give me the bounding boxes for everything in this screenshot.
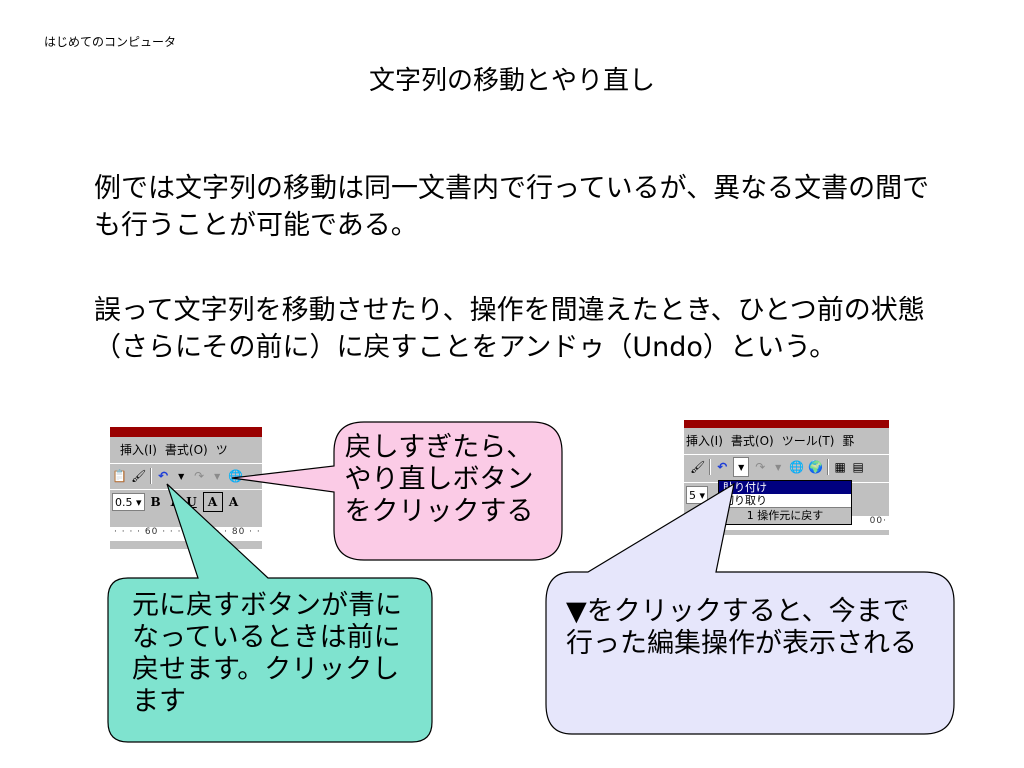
font-size-select[interactable]: 5 ▾ — [686, 486, 709, 504]
undo-icon[interactable]: ↶ — [158, 469, 169, 483]
menu-tools[interactable]: ツ — [215, 443, 228, 457]
title-bar — [110, 427, 262, 437]
standard-toolbar: 🖌 ↶ ▼ ↷ ▼ 🌐 🌍 ▦ ▤ — [684, 454, 889, 479]
menu-bar: 挿入(I) 書式(O) ツール(T) 罫 — [684, 428, 889, 453]
slide-title: 文字列の移動とやり直し — [368, 66, 655, 96]
redo-dropdown-icon[interactable]: ▼ — [214, 471, 221, 481]
redo-icon[interactable]: ↷ — [194, 469, 205, 483]
ruler: · · · · 60 · · · · | · · · · 80 · · · — [110, 527, 262, 541]
menu-format[interactable]: 書式(O) — [164, 443, 208, 457]
menu-insert[interactable]: 挿入(I) — [120, 443, 157, 457]
hyperlink-icon[interactable]: 🌐 — [228, 469, 244, 483]
char-shading-button[interactable]: A — [228, 495, 239, 509]
undo-list-status: 1 操作元に戻す — [719, 507, 851, 524]
title-bar — [684, 420, 889, 428]
toolbar-separator — [709, 459, 712, 475]
table-icon[interactable]: ▦ — [834, 460, 846, 474]
menu-insert[interactable]: 挿入(I) — [686, 434, 723, 448]
blue-callout-text: ▼をクリックすると、今まで行った編集操作が表示される — [566, 596, 917, 659]
hyperlink-icon[interactable]: 🌐 — [789, 460, 805, 474]
format-painter-icon[interactable]: 🖌 — [130, 469, 147, 483]
undo-icon[interactable]: ↶ — [717, 460, 728, 474]
toolbar-separator — [150, 468, 153, 484]
right-toolbar-screenshot: 挿入(I) 書式(O) ツール(T) 罫 🖌 ↶ ▼ ↷ ▼ 🌐 🌍 ▦ ▤ 5… — [684, 420, 889, 535]
green-callout-text: 元に戻すボタンが青になっているときは前に戻せます。クリックします — [132, 590, 402, 717]
format-painter-icon[interactable]: 🖌 — [690, 460, 706, 474]
left-toolbar-screenshot: 挿入(I) 書式(O) ツ 📋 🖌 ↶ ▼ ↷ ▼ 🌐 0.5 ▾ B I U … — [110, 427, 262, 549]
char-border-button[interactable]: A — [202, 492, 223, 512]
formatting-toolbar: 0.5 ▾ B I U A A — [110, 489, 262, 514]
font-size-select[interactable]: 0.5 ▾ — [112, 493, 145, 511]
pink-callout-text: 戻しすぎたら、やり直しボタンをクリックする — [344, 432, 534, 527]
undo-list-item[interactable]: 切り取り — [723, 494, 767, 507]
undo-dropdown-icon[interactable]: ▼ — [733, 457, 750, 477]
standard-toolbar: 📋 🖌 ↶ ▼ ↷ ▼ 🌐 — [110, 463, 262, 488]
undo-history-list[interactable]: 貼り付け 切り取り 1 操作元に戻す — [718, 480, 852, 525]
undo-list-item[interactable]: 貼り付け — [719, 481, 851, 494]
redo-icon[interactable]: ↷ — [755, 460, 766, 474]
italic-button[interactable]: I — [170, 495, 177, 509]
undo-dropdown-icon[interactable]: ▼ — [178, 471, 185, 481]
header-note: はじめてのコンピュータ — [44, 35, 177, 49]
toolbar-separator — [827, 459, 830, 475]
menu-bar: 挿入(I) 書式(O) ツ — [110, 437, 262, 462]
bold-button[interactable]: B — [150, 495, 161, 509]
insert-table-icon[interactable]: ▤ — [852, 460, 864, 474]
menu-format[interactable]: 書式(O) — [730, 434, 774, 448]
body-paragraph-2: 誤って文字列を移動させたり、操作を間違えたとき、ひとつ前の状態（さらにその前に）… — [94, 295, 925, 363]
body-paragraph-1: 例では文字列の移動は同一文書内で行っているが、異なる文書の間でも行うことが可能で… — [94, 173, 930, 241]
redo-dropdown-icon[interactable]: ▼ — [775, 462, 782, 472]
underline-button[interactable]: U — [186, 495, 197, 509]
menu-table[interactable]: 罫 — [842, 434, 855, 448]
web-toolbar-icon[interactable]: 🌍 — [808, 460, 824, 474]
paste-icon[interactable]: 📋 — [112, 469, 127, 483]
menu-tools[interactable]: ツール(T) — [781, 434, 835, 448]
